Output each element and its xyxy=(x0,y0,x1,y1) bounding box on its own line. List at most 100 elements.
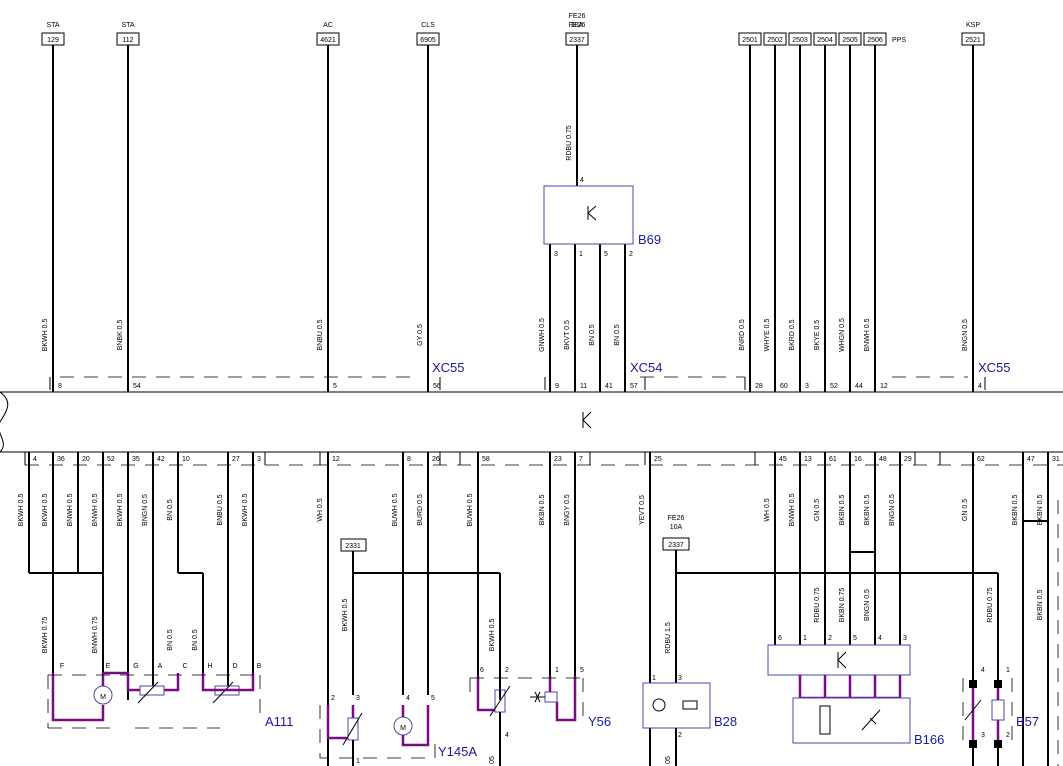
terminal-id: 129 xyxy=(47,37,59,44)
wire-code-label: BKBN 0.5 xyxy=(1037,495,1044,526)
pin-number: 4 xyxy=(505,732,509,739)
component-internal-wire xyxy=(326,705,355,740)
b57-element-icon xyxy=(964,699,982,721)
wire-code-label: BNRD 0.5 xyxy=(739,319,746,351)
terminal-id: 2505 xyxy=(842,37,858,44)
b166-sensor-icon xyxy=(837,651,847,669)
pin-number: 6 xyxy=(778,635,782,642)
pin-number: G xyxy=(133,663,138,670)
pin-number: 1 xyxy=(652,675,656,682)
pin-number: 2 xyxy=(678,732,682,739)
connector-pin-number: 9 xyxy=(555,383,559,390)
connector-pin-number: 20 xyxy=(82,456,90,463)
component-outline xyxy=(47,675,261,729)
potentiometer-arrow xyxy=(342,712,363,746)
wire-code-label: BKWH 0.5 xyxy=(342,599,349,632)
wire-code-label: RDBU 1.5 xyxy=(665,622,672,654)
fuse-signal: FE26 xyxy=(668,515,685,522)
wire-code-label: BNBK 0.5 xyxy=(117,320,124,351)
pin-number: 6 xyxy=(480,667,484,674)
pin-number: A xyxy=(158,663,163,670)
potentiometer-arrow xyxy=(137,681,234,704)
pin-number: 1 xyxy=(803,635,807,642)
b166-element-icon xyxy=(861,709,881,731)
connector-pin-number: 16 xyxy=(854,456,862,463)
connector-pin-number: 12 xyxy=(332,456,340,463)
pin-number: 2 xyxy=(828,635,832,642)
motor-label: M xyxy=(100,694,106,701)
a111-potentiometer xyxy=(139,685,165,696)
b57-pin-block xyxy=(969,740,977,748)
wire-code-label: BURD 0.5 xyxy=(417,494,424,526)
connector-pin-number: 10 xyxy=(182,456,190,463)
pin-number: 1 xyxy=(555,667,559,674)
wire-code-label: RDBU 0.75 xyxy=(814,587,821,623)
wire-code-label: BKBN 0.5 xyxy=(1037,590,1044,621)
pin-number: 3 xyxy=(981,732,985,739)
wire-code-label: BKWH 0.5 xyxy=(242,494,249,527)
terminal-id: 2501 xyxy=(742,37,758,44)
connector-pin-number: 45 xyxy=(779,456,787,463)
wire-code-label: BN 0.5 xyxy=(614,324,621,346)
connector-pin-number: 61 xyxy=(829,456,837,463)
component-outline xyxy=(469,677,584,720)
component-internal-wire xyxy=(201,673,255,692)
wire-code-label: BN 0.5 xyxy=(589,324,596,346)
motor-label: M xyxy=(400,725,406,732)
b166-sensor-box xyxy=(792,697,911,744)
pin-number: 2 xyxy=(331,695,335,702)
wire-code-label: YEVT 0.5 xyxy=(639,495,646,525)
connector-pin-number: 31 xyxy=(1052,456,1060,463)
pin-number: 4 xyxy=(406,695,410,702)
component-label-b28: B28 xyxy=(714,714,737,729)
connector-pin-number: 28 xyxy=(755,383,763,390)
pin-number: 5 xyxy=(580,667,584,674)
terminal-signal-label: FE26 xyxy=(569,22,586,29)
connector-pin-number: 57 xyxy=(630,383,638,390)
pin-number: 5 xyxy=(853,635,857,642)
wire-code-label: BNWH 0.5 xyxy=(864,318,871,351)
wire-code-label: BKBN 0.5 xyxy=(1012,495,1019,526)
component-outline xyxy=(962,678,1013,745)
component-internal-wire xyxy=(401,705,430,747)
b28-sensor-icon xyxy=(652,698,666,712)
wire-code-label: BN 0.5 xyxy=(192,629,199,651)
terminal-signal-label: AC xyxy=(323,22,333,29)
component-outline xyxy=(319,705,436,759)
y56-valve-icon xyxy=(530,691,545,703)
pin-number: 5 xyxy=(604,251,608,258)
connector-pin-number: 4 xyxy=(33,456,37,463)
wire-code-label: GNWH 0.5 xyxy=(539,318,546,352)
pin-number: 3 xyxy=(554,251,558,258)
connector-pin-number: 8 xyxy=(58,383,62,390)
wire-code-label: WHYE 0.5 xyxy=(764,319,771,352)
pin-number: 4 xyxy=(878,635,882,642)
wire-code-label: BNGN 0.5 xyxy=(142,494,149,526)
terminal-id: 6905 xyxy=(420,37,436,44)
wire-code-label: BNWH 0.5 xyxy=(67,493,74,526)
pin-number: 3 xyxy=(678,675,682,682)
component-internal-wire xyxy=(476,676,500,712)
b166-element-icon xyxy=(819,705,831,735)
terminal-id: 2504 xyxy=(817,37,833,44)
wire-code-label: BKWH 0.5 xyxy=(42,494,49,527)
pin-number: 1 xyxy=(356,758,360,765)
connector-pin-number: 27 xyxy=(232,456,240,463)
component-label-b57: B57 xyxy=(1016,714,1039,729)
wire-code-label: BNGN 0.5 xyxy=(889,494,896,526)
wire-code-label: RDBU 0.75 xyxy=(566,125,573,161)
wire-code-label: BNGY 0.5 xyxy=(564,494,571,525)
connector-pin-number: 52 xyxy=(830,383,838,390)
wire-code-label: BKBN 0.5 xyxy=(864,495,871,526)
terminal-signal-label: PPS xyxy=(892,37,906,44)
connector-pin-number: 8 xyxy=(407,456,411,463)
connector-pin-number: 36 xyxy=(57,456,65,463)
connector-pin-number: 35 xyxy=(132,456,140,463)
connector-pin-number: 58 xyxy=(482,456,490,463)
pin-number: 3 xyxy=(356,695,360,702)
pin-number: 4 xyxy=(580,177,584,184)
connector-pin-number: 5 xyxy=(333,383,337,390)
connector-label-xc54: XC54 xyxy=(630,360,663,375)
